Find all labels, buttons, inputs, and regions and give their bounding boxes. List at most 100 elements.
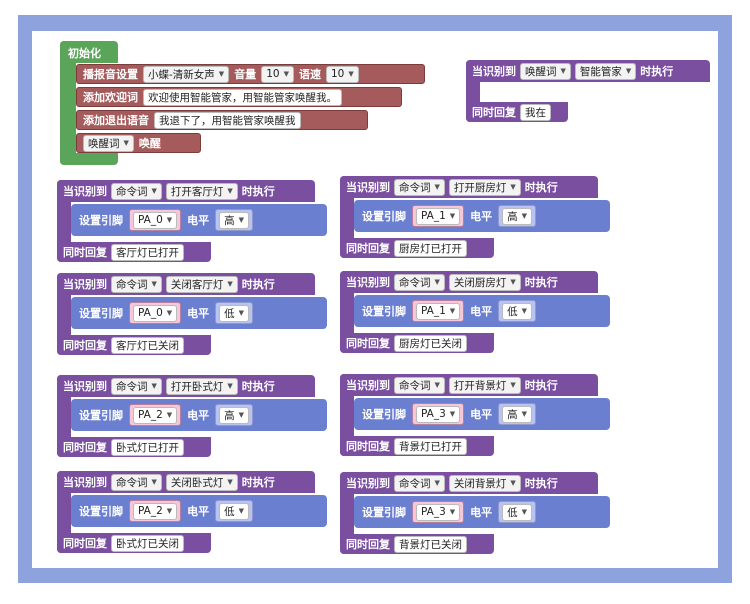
- reply-label: 同时回复: [346, 538, 390, 551]
- init-block[interactable]: 初始化 播报音设置 小蝶-清新女声▼ 音量 10▼ 语速 10▼ 添加欢迎词 欢…: [60, 41, 425, 165]
- chevron-down-icon: ▼: [449, 410, 456, 418]
- command-reply-input[interactable]: 背景灯已关闭: [394, 535, 467, 553]
- wake-word-value-dropdown[interactable]: 智能管家▼: [574, 62, 637, 80]
- command-word-dropdown[interactable]: 关闭背景灯▼: [448, 474, 521, 492]
- pin-dropdown[interactable]: PA_0▼: [133, 304, 178, 322]
- voice-dropdown[interactable]: 小蝶-清新女声▼: [143, 65, 230, 83]
- command-type-dropdown[interactable]: 命令词▼: [111, 275, 162, 293]
- level-selector[interactable]: 高▼: [215, 404, 254, 426]
- wake-word-dropdown[interactable]: 唤醒词▼: [83, 134, 134, 152]
- pin-dropdown[interactable]: PA_0▼: [133, 211, 178, 229]
- pin-selector[interactable]: PA_0▼: [129, 209, 182, 231]
- pin-selector[interactable]: PA_2▼: [129, 500, 182, 522]
- chevron-down-icon: ▼: [123, 139, 129, 147]
- level-selector[interactable]: 低▼: [498, 501, 537, 523]
- voice-settings-row[interactable]: 播报音设置 小蝶-清新女声▼ 音量 10▼ 语速 10▼: [76, 64, 425, 84]
- command-type-dropdown[interactable]: 命令词▼: [394, 376, 445, 394]
- level-selector[interactable]: 高▼: [498, 205, 537, 227]
- pin-dropdown[interactable]: PA_2▼: [133, 502, 178, 520]
- level-selector[interactable]: 低▼: [215, 500, 254, 522]
- command-word-dropdown[interactable]: 打开背景灯▼: [448, 376, 521, 394]
- welcome-text-input[interactable]: 欢迎使用智能管家，用智能管家唤醒我。: [143, 88, 342, 106]
- command-word-dropdown[interactable]: 关闭卧式灯▼: [165, 473, 238, 491]
- pin-selector[interactable]: PA_1▼: [412, 300, 465, 322]
- command-type-dropdown[interactable]: 命令词▼: [394, 474, 445, 492]
- exit-voice-text-input[interactable]: 我退下了，用智能管家唤醒我: [154, 111, 301, 129]
- set-pin-label: 设置引脚: [362, 506, 406, 519]
- exit-voice-label: 添加退出语音: [83, 114, 149, 127]
- level-dropdown[interactable]: 高▼: [219, 406, 250, 424]
- level-selector[interactable]: 低▼: [215, 302, 254, 324]
- command-block-header: 当识别到命令词▼关闭厨房灯▼时执行: [340, 271, 598, 293]
- command-word-dropdown[interactable]: 关闭厨房灯▼: [448, 273, 521, 291]
- level-selector[interactable]: 低▼: [498, 300, 537, 322]
- chevron-down-icon: ▼: [238, 411, 245, 419]
- pin-selector[interactable]: PA_0▼: [129, 302, 182, 324]
- pin-selector[interactable]: PA_1▼: [412, 205, 465, 227]
- pin-dropdown[interactable]: PA_2▼: [133, 406, 178, 424]
- wake-word-row[interactable]: 唤醒词▼ 唤醒: [76, 133, 201, 153]
- command-word-dropdown[interactable]: 打开厨房灯▼: [448, 178, 521, 196]
- pin-dropdown[interactable]: PA_1▼: [416, 207, 461, 225]
- speed-dropdown[interactable]: 10▼: [325, 65, 359, 83]
- chevron-down-icon: ▼: [151, 382, 157, 390]
- welcome-row[interactable]: 添加欢迎词 欢迎使用智能管家，用智能管家唤醒我。: [76, 87, 402, 107]
- command-type-dropdown[interactable]: 命令词▼: [394, 178, 445, 196]
- level-selector[interactable]: 高▼: [498, 403, 537, 425]
- when-label: 当识别到: [346, 276, 390, 289]
- pin-selector[interactable]: PA_2▼: [129, 404, 182, 426]
- set-pin-label: 设置引脚: [79, 409, 123, 422]
- set-pin-label: 设置引脚: [79, 214, 123, 227]
- chevron-down-icon: ▼: [166, 411, 173, 419]
- volume-dropdown[interactable]: 10▼: [261, 65, 294, 83]
- command-type-dropdown[interactable]: 命令词▼: [111, 377, 162, 395]
- chevron-down-icon: ▼: [625, 67, 632, 75]
- command-reply-input[interactable]: 客厅灯已打开: [111, 243, 184, 261]
- pin-selector[interactable]: PA_3▼: [412, 403, 465, 425]
- level-dropdown[interactable]: 低▼: [219, 502, 250, 520]
- command-reply-input[interactable]: 卧式灯已关闭: [111, 534, 184, 552]
- level-label: 电平: [470, 305, 493, 318]
- command-reply-input[interactable]: 客厅灯已关闭: [111, 336, 184, 354]
- command-block-footer: 同时回复客厅灯已关闭: [57, 335, 211, 355]
- exit-voice-row[interactable]: 添加退出语音 我退下了，用智能管家唤醒我: [76, 110, 368, 130]
- command-type-dropdown[interactable]: 命令词▼: [394, 273, 445, 291]
- command-block-header: 当识别到命令词▼打开厨房灯▼时执行: [340, 176, 598, 198]
- level-dropdown[interactable]: 低▼: [219, 304, 250, 322]
- wake-type-dropdown[interactable]: 唤醒词▼: [520, 62, 571, 80]
- wake-reply-input[interactable]: 我在: [520, 103, 551, 121]
- level-dropdown[interactable]: 高▼: [502, 405, 533, 423]
- level-selector[interactable]: 高▼: [215, 209, 254, 231]
- wake-block-footer: 同时回复 我在: [466, 102, 568, 122]
- chevron-down-icon: ▼: [510, 381, 516, 389]
- command-reply-input[interactable]: 背景灯已打开: [394, 437, 467, 455]
- command-type-dropdown[interactable]: 命令词▼: [111, 182, 162, 200]
- level-dropdown[interactable]: 高▼: [219, 211, 250, 229]
- level-dropdown[interactable]: 低▼: [502, 503, 533, 521]
- level-dropdown[interactable]: 低▼: [502, 302, 533, 320]
- pin-selector[interactable]: PA_3▼: [412, 501, 465, 523]
- command-type-dropdown[interactable]: 命令词▼: [111, 473, 162, 491]
- level-dropdown[interactable]: 高▼: [502, 207, 533, 225]
- command-word-dropdown[interactable]: 关闭客厅灯▼: [165, 275, 238, 293]
- command-reply-input[interactable]: 厨房灯已关闭: [394, 334, 467, 352]
- pin-dropdown[interactable]: PA_1▼: [416, 302, 461, 320]
- volume-label: 音量: [234, 68, 257, 81]
- pin-dropdown[interactable]: PA_3▼: [416, 405, 461, 423]
- command-reply-input[interactable]: 厨房灯已打开: [394, 239, 467, 257]
- chevron-down-icon: ▼: [348, 70, 354, 78]
- command-block-header: 当识别到命令词▼关闭背景灯▼时执行: [340, 472, 598, 494]
- chevron-down-icon: ▼: [218, 70, 225, 78]
- pin-dropdown[interactable]: PA_3▼: [416, 503, 461, 521]
- command-word-dropdown[interactable]: 打开客厅灯▼: [165, 182, 238, 200]
- command-word-dropdown[interactable]: 打开卧式灯▼: [165, 377, 238, 395]
- command-reply-input[interactable]: 卧式灯已打开: [111, 438, 184, 456]
